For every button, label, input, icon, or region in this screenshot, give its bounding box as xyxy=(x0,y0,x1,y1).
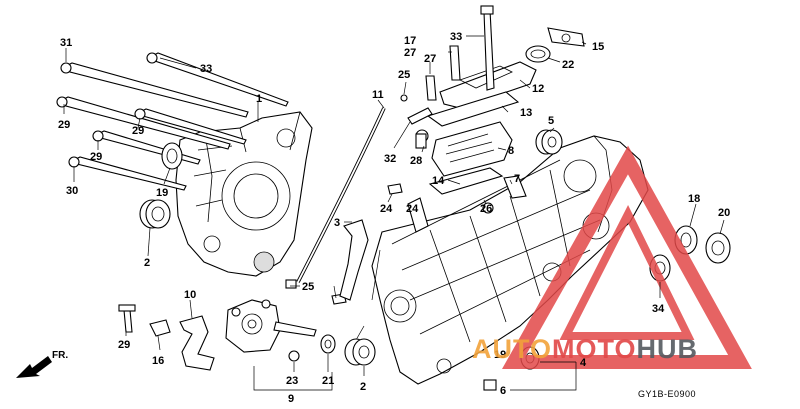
callout-1: 1 xyxy=(256,93,262,105)
bracket-3 xyxy=(339,219,369,301)
diagram-code: GY1B-E0900 xyxy=(638,389,696,399)
callout-28: 28 xyxy=(410,155,422,167)
bearing-19-left xyxy=(161,142,183,170)
dowel-6 xyxy=(483,379,497,391)
callout-12: 12 xyxy=(532,83,544,95)
bearing-2-bottom xyxy=(344,338,376,366)
reed-valve-stack xyxy=(407,61,537,233)
callout-17: 17 xyxy=(404,35,416,47)
watermark-part-auto: AUTOMOTOHUB xyxy=(472,334,698,364)
callout-27-a: 27 xyxy=(404,47,416,59)
callout-10: 10 xyxy=(184,289,196,301)
callout-11: 11 xyxy=(372,89,384,101)
gasket-15 xyxy=(547,27,585,47)
callout-24-left: 24 xyxy=(380,203,393,215)
left-bolts xyxy=(56,52,289,191)
bolt-29-bottom xyxy=(118,304,136,333)
callout-25-bottom: 25 xyxy=(302,281,314,293)
callout-30: 30 xyxy=(66,185,78,197)
bearing-2-left xyxy=(139,199,171,229)
callout-8: 8 xyxy=(508,145,514,157)
callout-32: 32 xyxy=(384,153,396,165)
callout-labels: 31 33 29 1 29 29 30 19 2 11 25 32 24 25 … xyxy=(58,31,730,405)
callout-18: 18 xyxy=(688,193,700,205)
callout-15: 15 xyxy=(592,41,604,53)
watermark-triangle xyxy=(502,145,752,369)
callout-25-top: 25 xyxy=(398,69,410,81)
callout-2-left: 2 xyxy=(144,257,150,269)
callout-29-b: 29 xyxy=(132,125,144,137)
front-arrow-icon xyxy=(16,356,52,378)
right-crankcase xyxy=(371,135,649,385)
callout-19-bottom: 19 xyxy=(494,349,506,361)
oil-seal-5 xyxy=(535,129,563,155)
clip-16 xyxy=(149,319,171,337)
bolt-33-top xyxy=(480,5,495,91)
callout-2-bottom: 2 xyxy=(360,381,366,393)
front-label: FR. xyxy=(52,350,68,361)
oring-22 xyxy=(525,45,551,63)
callout-26: 26 xyxy=(480,203,492,215)
callout-31: 31 xyxy=(60,37,72,49)
callout-4: 4 xyxy=(580,357,587,369)
hose-11 xyxy=(285,107,386,289)
callout-9: 9 xyxy=(288,393,294,405)
oil-pump-bracket-10 xyxy=(179,315,215,371)
callout-24-mid: 24 xyxy=(406,203,419,215)
callout-13: 13 xyxy=(520,107,532,119)
watermark-text: AUTOMOTOHUB xyxy=(472,334,698,364)
leader-lines xyxy=(63,35,725,391)
callout-5: 5 xyxy=(548,115,554,127)
callout-29-a: 29 xyxy=(58,119,70,131)
front-direction-indicator: FR. xyxy=(16,350,68,378)
oil-pump-assembly xyxy=(225,299,336,362)
callout-14: 14 xyxy=(432,175,445,187)
callout-33-top: 33 xyxy=(450,31,462,43)
callout-27-b: 27 xyxy=(424,53,436,65)
callout-19-left: 19 xyxy=(156,187,168,199)
callout-20: 20 xyxy=(718,207,730,219)
callout-16: 16 xyxy=(152,355,164,367)
callout-29-c: 29 xyxy=(90,151,102,163)
callout-7: 7 xyxy=(514,173,520,185)
callout-34: 34 xyxy=(652,303,665,315)
bearing-20 xyxy=(705,232,731,264)
callout-33-left: 33 xyxy=(200,63,212,75)
callout-6: 6 xyxy=(500,385,506,397)
callout-23: 23 xyxy=(286,375,298,387)
left-crankcase xyxy=(175,111,313,277)
callout-29-bottom: 29 xyxy=(118,339,130,351)
small-bolts xyxy=(331,45,494,305)
gasket-outline xyxy=(355,249,381,341)
callout-3: 3 xyxy=(334,217,340,229)
callout-21: 21 xyxy=(322,375,334,387)
callout-22: 22 xyxy=(562,59,574,71)
